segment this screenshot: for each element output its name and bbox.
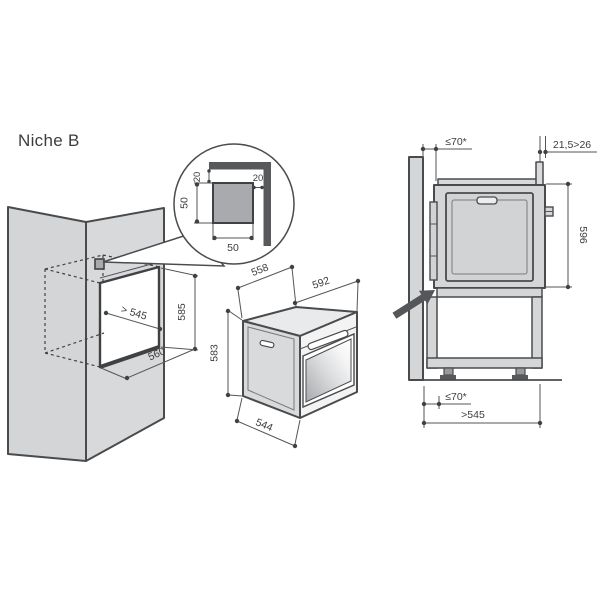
niche-height-label: 585 [176, 303, 188, 321]
oven-side-height-label: 596 [577, 226, 589, 244]
vent-square-detail [212, 182, 254, 224]
min-depth-label: >545 [461, 409, 485, 421]
dim-oven-width-top: 592 [292, 275, 361, 312]
airflow-arrow [392, 290, 435, 319]
oven-vent-slot [476, 196, 498, 205]
dim-oven-height: 583 [209, 308, 243, 398]
oven-width-top-label: 592 [311, 275, 332, 292]
cabinet-foot [440, 367, 456, 380]
dim-bottom-clearance: ≤70* [421, 386, 471, 428]
bottom-clearance-label: ≤70* [445, 391, 467, 403]
dim-detail-side-gap: 20 [252, 173, 264, 190]
detail-width-label: 50 [227, 242, 239, 254]
oven-display-bar [307, 329, 349, 351]
dashed-edge [102, 254, 161, 268]
dim-niche-height: 585 [160, 267, 199, 352]
oven-side-inner-frame [247, 326, 295, 411]
dashed-edge [44, 332, 105, 354]
vent-cutout-square [94, 258, 105, 270]
dim-min-depth: >545 [421, 384, 543, 428]
oven-height-label: 583 [209, 344, 221, 362]
detail-top-gap-label: 20 [192, 172, 203, 183]
oven-support-shelf [436, 287, 543, 298]
niche-corner-bracket [209, 162, 271, 246]
dim-oven-side-height: 596 [546, 181, 589, 290]
wall [408, 156, 424, 381]
rear-post [535, 161, 544, 186]
dim-detail-width: 50 [212, 224, 254, 254]
dim-oven-depth-top: 558 [235, 261, 297, 319]
detail-height-label: 50 [179, 197, 191, 209]
niche-isometric-view: > 545 585 560 [7, 206, 199, 462]
dim-detail-top-gap: 20 [192, 169, 211, 184]
cabinet-bottom-shelf [426, 357, 543, 369]
cabinet-foot [512, 367, 528, 380]
cabinet-left-face [7, 206, 87, 462]
oven-depth-top-label: 558 [250, 261, 271, 279]
oven-isometric-view: 558 592 583 544 [209, 261, 361, 449]
rear-bracket [429, 201, 438, 281]
niche-shelf-line [99, 261, 160, 279]
oven-side-grip-slot [259, 339, 275, 349]
dashed-edge [44, 254, 104, 270]
oven-side-panel [242, 320, 301, 419]
dim-front-clearance: 21,5>26 [537, 136, 597, 162]
top-clearance-label: ≤70* [445, 136, 467, 148]
detail-side-gap-label: 20 [253, 173, 264, 184]
oven-window-glass [305, 338, 352, 403]
oven-side-door-panel [445, 192, 534, 282]
niche-bottom-edge [99, 345, 160, 369]
installation-side-view: ≤70* 21,5>26 596 ≤70* [392, 136, 597, 428]
dim-detail-height: 50 [179, 182, 212, 224]
dim-top-clearance: ≤70* [420, 136, 472, 181]
oven-depth-bottom-label: 544 [254, 416, 275, 434]
page-title: Niche B [18, 131, 80, 150]
corner-detail-callout: 20 20 50 50 [102, 143, 295, 267]
front-clearance-label: 21,5>26 [553, 139, 591, 151]
